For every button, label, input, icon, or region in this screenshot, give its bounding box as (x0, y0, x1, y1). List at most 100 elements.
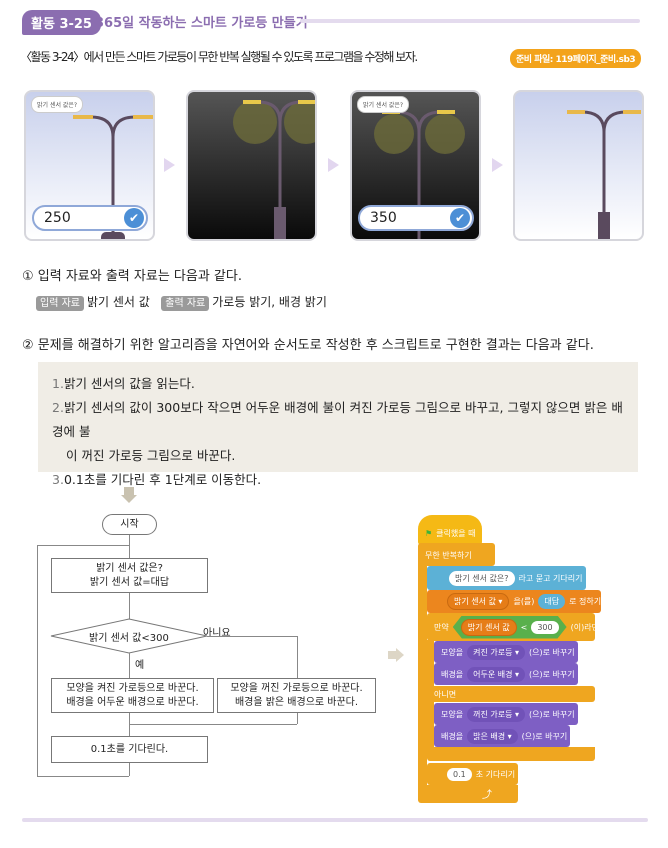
flow-text: 밝기 센서 값=대답 (89, 576, 170, 588)
flow-line (297, 636, 298, 678)
set-text: 을(를) (513, 597, 535, 606)
answer-reporter[interactable]: 대답 (538, 594, 566, 609)
block-text: (으)로 바꾸기 (521, 731, 568, 741)
streetlamp-icon (567, 110, 641, 239)
flow-text: 모양을 꺼진 가로등으로 바꾼다. (230, 682, 363, 694)
threshold-input[interactable]: 300 (531, 620, 559, 634)
output-tag: 출력 자료 (161, 296, 210, 311)
ask-question[interactable]: 밝기 센서 값은? (449, 570, 515, 586)
costume-dropdown[interactable]: 꺼진 가로등 ▾ (467, 706, 525, 722)
condition-block[interactable]: 밝기 센서 값<300 (452, 615, 567, 639)
wait-seconds-input[interactable]: 0.1 (447, 767, 472, 781)
ask-text: 라고 묻고 기다리기 (518, 573, 583, 583)
streetlamp-icon (73, 115, 153, 239)
variable-reporter[interactable]: 밝기 센서 값 (460, 618, 517, 636)
step-num: 1. (52, 376, 64, 391)
down-arrow-head (121, 495, 137, 503)
if-text: (이)라면 (570, 622, 599, 632)
block-text: (으)로 바꾸기 (529, 647, 575, 657)
flow-text: 배경을 밝은 배경으로 바꾼다. (234, 696, 359, 708)
algorithm-box: 1.밝기 센서의 값을 읽는다. 2.밝기 센서의 값이 300보다 작으면 어… (38, 362, 638, 487)
variable-dropdown[interactable]: 밝기 센서 값 ▾ (447, 593, 510, 610)
step-text-cont: 이 꺼진 가로등 그림으로 바꾼다. (66, 448, 236, 463)
hat-label: ⚑클릭했을 때 (418, 524, 476, 542)
panel-stage-4 (513, 90, 644, 241)
step-text: 밝기 센서의 값을 읽는다. (63, 376, 195, 391)
right-arrow-icon (388, 651, 396, 659)
answer-value: 250 (44, 210, 71, 226)
if-bottom (427, 747, 595, 761)
operator: < (520, 622, 528, 632)
arrow-right-icon (492, 158, 503, 172)
flow-input-box: 밝기 센서 값은? 밝기 센서 값=대답 (51, 558, 208, 593)
wait-text: 초 기다리기 (475, 769, 516, 779)
check-icon[interactable]: ✔ (124, 208, 144, 228)
flow-yes-box: 모양을 켜진 가로등으로 바꾼다.배경을 어두운 배경으로 바꾼다. (51, 678, 214, 713)
answer-input[interactable]: 250 ✔ (32, 205, 148, 231)
flow-decision-text: 밝기 센서 값<300 (89, 633, 169, 644)
hat-block[interactable] (418, 515, 482, 545)
step-text: 밝기 센서의 값이 300보다 작으면 어두운 배경에 불이 켜진 가로등 그림… (52, 400, 623, 439)
block-text: (으)로 바꾸기 (529, 709, 575, 719)
else-label: 아니면 (427, 686, 595, 702)
section-1-text: ① 입력 자료와 출력 자료는 다음과 같다. (22, 269, 242, 284)
flow-line (129, 763, 130, 776)
costume-dropdown[interactable]: 켜진 가로등 ▾ (467, 644, 525, 660)
block-text: 배경을 (441, 669, 464, 679)
arrow-right-icon (328, 158, 339, 172)
activity-badge: 활동 3-25 (22, 10, 101, 35)
step-num: 2. (52, 400, 64, 415)
backdrop-dropdown[interactable]: 어두운 배경 ▾ (467, 666, 525, 682)
flow-line (129, 593, 130, 619)
page-title: 365일 작동하는 스마트 가로등 만들기 (95, 16, 308, 31)
title-divider (300, 19, 640, 23)
forever-arm (418, 560, 427, 790)
flow-yes-label: 예 (135, 660, 145, 671)
flow-text: 밝기 센서 값은? (96, 562, 163, 574)
backdrop-dropdown[interactable]: 밝은 배경 ▾ (467, 728, 518, 744)
forever-bottom (418, 785, 518, 803)
file-badge: 준비 파일: 119페이지_준비.sb3 (510, 49, 642, 68)
flow-line (129, 653, 130, 678)
flow-line (207, 636, 297, 637)
answer-value: 350 (370, 210, 397, 226)
panel-stage-3: 밝기 센서 값은? 350 ✔ (350, 90, 481, 241)
panel-stage-2 (186, 90, 317, 241)
speech-bubble: 밝기 센서 값은? (357, 96, 410, 113)
flow-wait-box: 0.1초를 기다린다. (51, 736, 208, 763)
ask-block[interactable]: 밝기 센서 값은?라고 묻고 기다리기 (427, 566, 586, 590)
block-text: 모양을 (441, 647, 464, 657)
flow-line (37, 776, 129, 777)
streetlamp-lit-icon (374, 110, 465, 239)
intro-text: 〈활동 3-24〉에서 만든 스마트 가로등이 무한 반복 실행될 수 있도록 … (20, 50, 418, 64)
hat-text: 클릭했을 때 (436, 528, 476, 538)
flow-line (129, 724, 297, 725)
check-icon[interactable]: ✔ (450, 208, 470, 228)
bottom-divider (22, 818, 648, 822)
algo-step-3: 3.0.1초를 기다린 후 1단계로 이동한다. (52, 468, 624, 492)
set-text: 로 정하기 (569, 597, 602, 606)
flow-start: 시작 (102, 514, 157, 535)
input-value: 밝기 센서 값 (86, 295, 150, 309)
algo-step-2: 2.밝기 센서의 값이 300보다 작으면 어두운 배경에 불이 켜진 가로등 … (52, 396, 624, 468)
right-arrow-head (396, 648, 404, 662)
speech-bubble: 밝기 센서 값은? (31, 96, 84, 113)
down-arrow-icon (124, 487, 134, 495)
block-text: (으)로 바꾸기 (529, 669, 575, 679)
algo-step-1: 1.밝기 센서의 값을 읽는다. (52, 372, 624, 396)
flow-no-box: 모양을 꺼진 가로등으로 바꾼다. 배경을 밝은 배경으로 바꾼다. (217, 678, 376, 713)
flow-line (297, 713, 298, 724)
answer-input[interactable]: 350 ✔ (358, 205, 474, 231)
forever-block[interactable] (418, 543, 495, 566)
flow-line (37, 545, 129, 546)
flow-text: 모양을 켜진 가로등으로 바꾼다. (66, 682, 199, 694)
block-text: 모양을 (441, 709, 464, 719)
